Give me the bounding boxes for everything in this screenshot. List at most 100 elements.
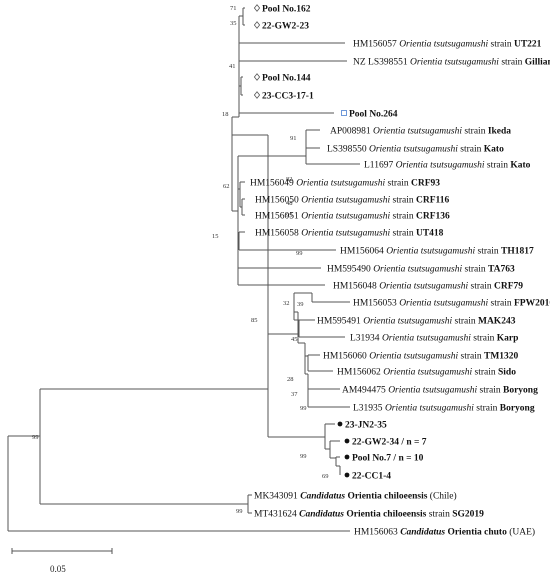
leaf-accession: L11697 (364, 160, 393, 170)
leaf-organism: Orientia tsutsugamushi (373, 264, 462, 274)
leaf-pre: Candidatus (300, 491, 345, 501)
leaf-organism: Orientia tsutsugamushi (363, 316, 452, 326)
leaf-label-pool264: Pool No.264 (349, 109, 398, 119)
bootstrap-value: 71 (230, 5, 237, 12)
leaf-strain_word: strain (393, 211, 414, 221)
leaf-strain_word: strain (429, 509, 450, 519)
leaf-strain_word: strain (478, 246, 499, 256)
leaf-organism: Orientia tsutsugamushi (382, 333, 471, 343)
leaf-accession: HM595491 (317, 316, 361, 326)
leaf-organism: Orientia tsutsugamushi (383, 367, 472, 377)
leaf-name: 23-CC3-17-1 (262, 91, 314, 101)
leaf-label-gilliam: NZ LS398551 Orientia tsutsugamushi strai… (353, 57, 550, 67)
leaf-accession: HM156049 (250, 178, 294, 188)
leaf-strain_word: strain (475, 367, 496, 377)
leaf-organism: Orientia tsutsugamushi (296, 178, 385, 188)
leaf-accession: HM156048 (333, 281, 377, 291)
leaf-accession: LS398550 (327, 144, 367, 154)
leaf-organism: Orientia chiloeensis (347, 491, 427, 501)
leaf-name: Pool No.7 / n = 10 (352, 453, 424, 463)
leaf-name: Pool No.162 (262, 4, 311, 14)
leaf-accession: HM156062 (337, 367, 381, 377)
leaf-label-ikeda: AP008981 Orientia tsutsugamushi strain I… (330, 126, 511, 136)
bootstrap-value: 62 (223, 183, 230, 190)
leaf-label-jn2: 23-JN2-35 (345, 420, 387, 430)
leaf-name: UT221 (514, 39, 542, 49)
leaf-name: TM1320 (484, 351, 519, 361)
leaf-organism: Orientia tsutsugamushi (388, 385, 477, 395)
leaf-label-pool162: Pool No.162 (262, 4, 311, 14)
leaf-label-chuto: HM156063 Candidatus Orientia chuto (UAE) (354, 526, 535, 537)
leaf-label-sg2019: MT431624 Candidatus Orientia chiloeensis… (254, 509, 484, 519)
leaf-strain_word: strain (393, 195, 414, 205)
leaf-accession: HM156063 (354, 527, 398, 537)
leaf-name: TH1817 (501, 246, 534, 256)
leaf-accession: L31935 (353, 403, 383, 413)
leaf-pre: Candidatus (299, 509, 344, 519)
leaf-accession: HM156058 (255, 228, 299, 238)
leaf-label-gw2_23: 22-GW2-23 (262, 21, 309, 31)
leaf-name: 22-GW2-34 / n = 7 (352, 437, 427, 447)
leaf-accession: AP008981 (330, 126, 371, 136)
bootstrap-value: 15 (212, 233, 219, 240)
bootstrap-value: 99 (300, 405, 307, 412)
leaf-organism: Orientia tsutsugamushi (396, 160, 485, 170)
leaf-accession: HM595490 (327, 264, 371, 274)
scale-bar-label: 0.05 (50, 564, 66, 574)
leaf-strain_word: strain (473, 333, 494, 343)
leaf-organism: Orientia tsutsugamushi (369, 351, 458, 361)
leaf-name: Pool No.264 (349, 109, 398, 119)
leaf-name: Kato (510, 160, 530, 170)
bootstrap-value: 82 (286, 176, 293, 183)
leaf-name: CRF79 (494, 281, 523, 291)
leaf-strain_word: strain (491, 39, 512, 49)
leaf-accession: NZ LS398551 (353, 57, 408, 67)
tree-branches (7, 7, 360, 532)
leaf-organism: Orientia tsutsugamushi (301, 228, 390, 238)
leaf-organism: Orientia tsutsugamushi (301, 195, 390, 205)
leaf-label-fpw2016: HM156053 Orientia tsutsugamushi strain F… (353, 298, 550, 308)
leaf-name: TA763 (488, 264, 515, 274)
leaf-name: 23-JN2-35 (345, 420, 387, 430)
leaf-label-ut418: HM156058 Orientia tsutsugamushi strain U… (255, 228, 444, 238)
leaf-name: FPW2016 (514, 298, 550, 308)
leaf-organism: Orientia tsutsugamushi (386, 246, 475, 256)
leaf-accession: HM156057 (353, 39, 397, 49)
leaf-label-chile: MK343091 Candidatus Orientia chiloeensis… (254, 490, 457, 501)
leaf-accession: HM156050 (255, 195, 299, 205)
bootstrap-value: 69 (322, 473, 329, 480)
leaf-label-mak243: HM595491 Orientia tsutsugamushi strain M… (317, 316, 516, 326)
leaf-label-cc1: 22-CC1-4 (352, 471, 391, 481)
leaf-name: 22-GW2-23 (262, 21, 309, 31)
bootstrap-values: 7135411891824895629915393285452837999999… (32, 5, 329, 515)
leaf-name: CRF136 (416, 211, 450, 221)
leaf-accession: L31934 (350, 333, 380, 343)
open-diamond-icon (253, 91, 261, 99)
leaf-organism: Orientia tsutsugamushi (399, 39, 488, 49)
leaf-accession: HM156064 (340, 246, 384, 256)
leaf-strain_word: strain (480, 385, 501, 395)
leaf-label-boryong1: AM494475 Orientia tsutsugamushi strain B… (342, 385, 538, 395)
leaf-name: UT418 (416, 228, 444, 238)
leaf-strain_word: strain (487, 160, 508, 170)
bootstrap-value: 99 (236, 508, 243, 515)
open-square-icon (341, 110, 347, 116)
bootstrap-value: 91 (290, 135, 297, 142)
filled-circle-icon (344, 472, 350, 478)
bootstrap-value: 45 (291, 336, 298, 343)
leaf-organism: Orientia chuto (447, 527, 507, 537)
leaf-strain_word: strain (501, 57, 522, 67)
filled-circle-icon (344, 454, 350, 460)
filled-circle-icon (337, 421, 343, 427)
open-diamond-icon (253, 4, 261, 12)
leaf-label-pool144: Pool No.144 (262, 73, 311, 83)
leaf-strain_word: strain (460, 144, 481, 154)
leaf-label-crf79: HM156048 Orientia tsutsugamushi strain C… (333, 281, 523, 291)
leaf-tail: (UAE) (509, 526, 535, 537)
bootstrap-value: 39 (297, 301, 304, 308)
leaf-organism: Orientia tsutsugamushi (399, 298, 488, 308)
open-diamond-icon (253, 21, 261, 29)
bootstrap-value: 99 (300, 453, 307, 460)
